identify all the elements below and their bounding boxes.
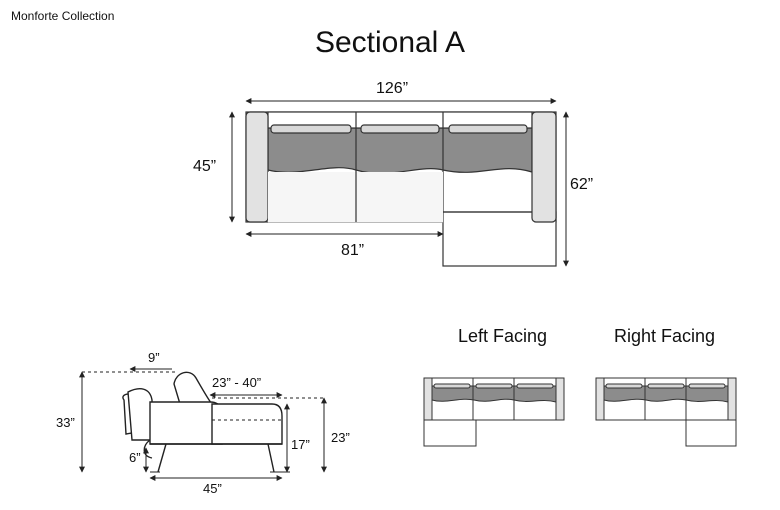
collection-name: Monforte Collection xyxy=(11,9,115,23)
seat-height-label: 17” xyxy=(291,437,310,452)
sectional-top-view xyxy=(245,111,557,267)
footrest-height-label: 23” xyxy=(331,430,350,445)
right-facing-layout xyxy=(595,377,737,447)
height-label: 33” xyxy=(56,415,75,430)
left-facing-layout xyxy=(423,377,565,447)
recline-label: 9” xyxy=(148,350,160,365)
sectional-side-view xyxy=(122,371,283,473)
left-facing-label: Left Facing xyxy=(458,326,548,346)
leg-height-label: 6” xyxy=(129,450,141,465)
diagram-title: Sectional A xyxy=(314,26,466,59)
side-depth-label: 45” xyxy=(203,481,222,496)
sofa-length-label: 81” xyxy=(341,242,365,259)
overall-width-label: 126” xyxy=(376,80,409,97)
depth-label: 45” xyxy=(193,158,217,175)
chaise-depth-label: 62” xyxy=(570,176,594,193)
extension-label: 23” - 40” xyxy=(212,375,262,390)
right-facing-label: Right Facing xyxy=(614,326,716,346)
